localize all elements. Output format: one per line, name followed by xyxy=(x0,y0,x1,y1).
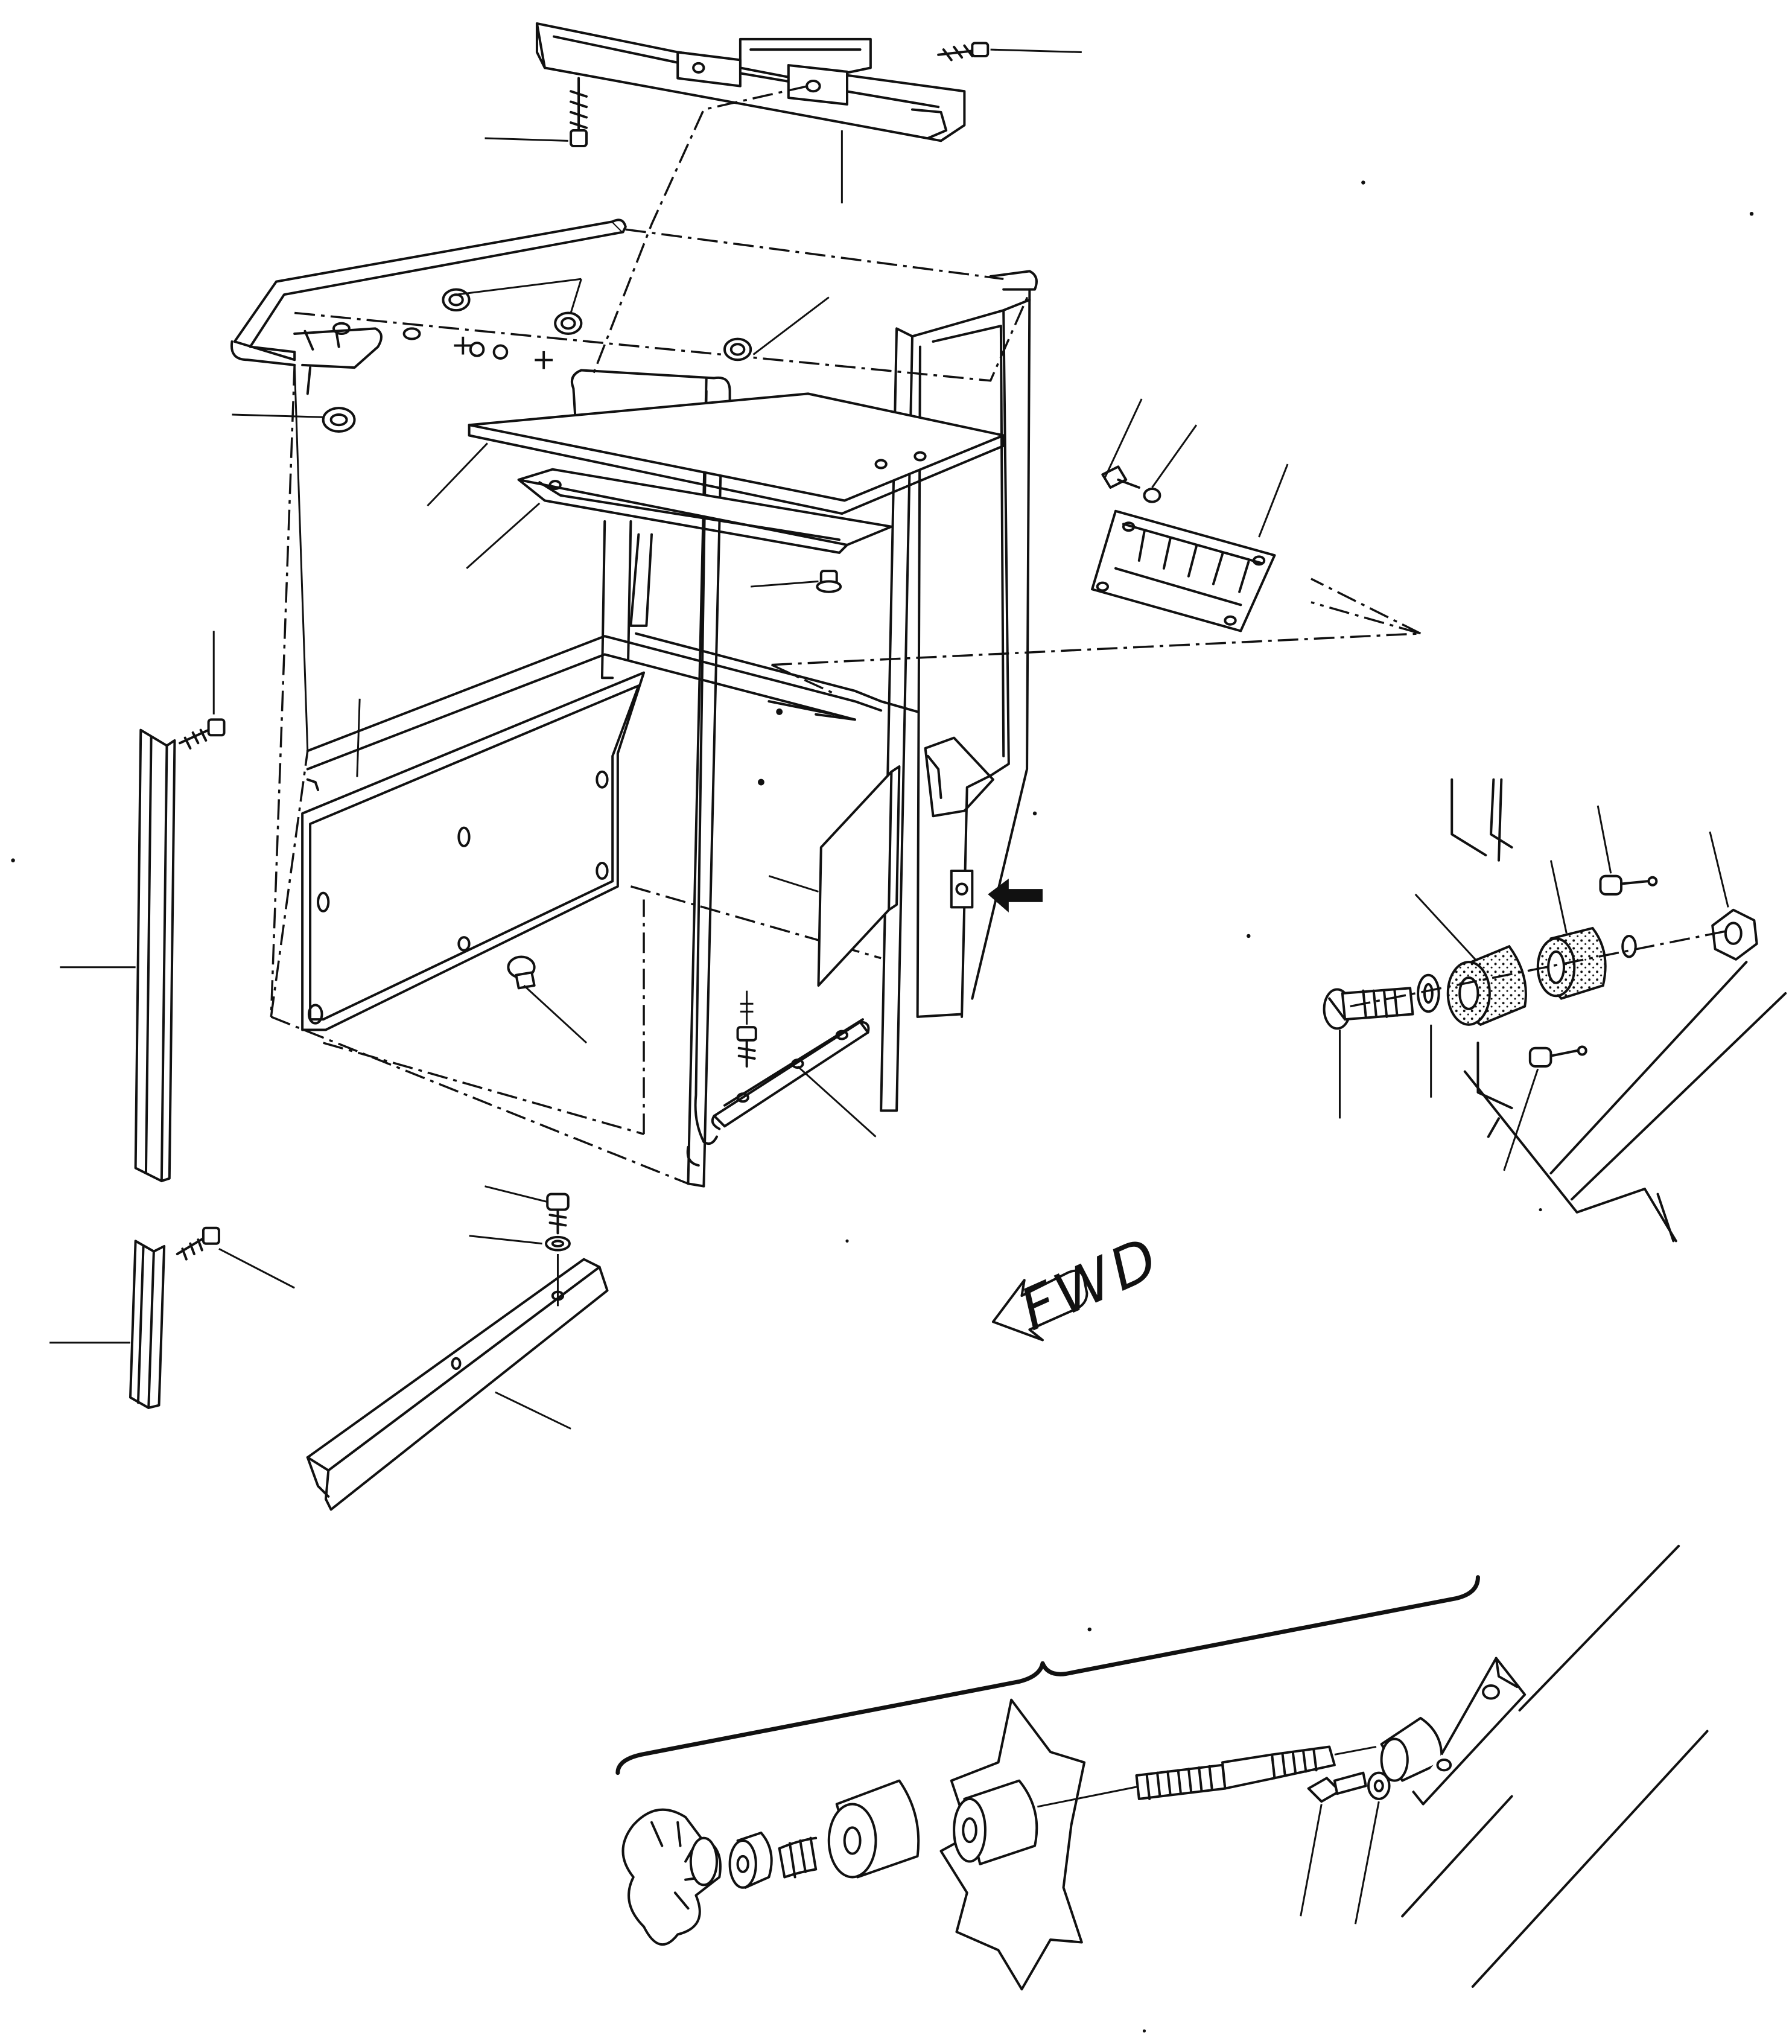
hinge-axis-line xyxy=(1350,931,1728,1006)
assembly-brace xyxy=(618,1578,1478,1773)
catch-threaded-rod xyxy=(1037,1746,1376,1806)
hinge-rubber-bush-inner xyxy=(1538,928,1606,999)
catch-spring xyxy=(780,1838,816,1877)
hinge-washer-small xyxy=(1622,936,1636,957)
svg-text:+: + xyxy=(532,343,556,376)
scan-specks xyxy=(11,180,1754,2033)
rear-panel xyxy=(302,673,644,1030)
floor-rail-bolt xyxy=(546,1194,570,1307)
catch-bushing xyxy=(954,1781,1037,1864)
door-window xyxy=(926,738,993,908)
fwd-arrow-icon: FWD xyxy=(993,1224,1171,1344)
hinge-detail-background xyxy=(1452,780,1785,1241)
label-plate xyxy=(1092,511,1274,631)
sill-screw xyxy=(738,991,756,1066)
corner-trim-short xyxy=(130,1241,164,1407)
corner-trim-long-screw xyxy=(180,719,224,748)
hinge-washer xyxy=(1418,975,1439,1011)
view-arrow-icon xyxy=(988,878,1043,913)
callout-leaders xyxy=(49,49,1728,1924)
top-bracket-bolt xyxy=(571,78,586,146)
catch-bracket xyxy=(1382,1658,1525,1804)
label-plate-screw xyxy=(1102,466,1160,501)
hinge-pin-upper xyxy=(1600,876,1656,894)
roof-liner-panel xyxy=(469,393,1004,514)
catch-bracket-bolt xyxy=(1309,1773,1390,1802)
fwd-label: FWD xyxy=(1011,1224,1171,1344)
top-bracket-screw xyxy=(938,43,988,60)
hinge-bolt xyxy=(1324,988,1413,1028)
corner-trim-long xyxy=(136,730,175,1181)
explosion-lines xyxy=(592,86,1421,694)
catch-rubber-sleeve xyxy=(829,1781,918,1877)
corner-trim-short-screw xyxy=(177,1228,219,1259)
rear-panel-fastener xyxy=(508,957,534,989)
side-panel xyxy=(818,766,899,985)
top-bracket xyxy=(537,24,964,141)
catch-knob xyxy=(623,1810,720,1945)
door-sill-rail xyxy=(713,1019,869,1129)
hinge-pin-lower xyxy=(1530,1047,1586,1066)
catch-background-lines xyxy=(1402,1546,1707,1987)
hinge-nut xyxy=(1712,910,1756,960)
floor-angle-rail xyxy=(308,1259,608,1510)
hinge-rubber-bush-outer xyxy=(1448,946,1526,1025)
catch-washer xyxy=(730,1833,772,1888)
roof-panel-fastener xyxy=(817,571,840,592)
roof-vent-duct xyxy=(519,470,892,553)
